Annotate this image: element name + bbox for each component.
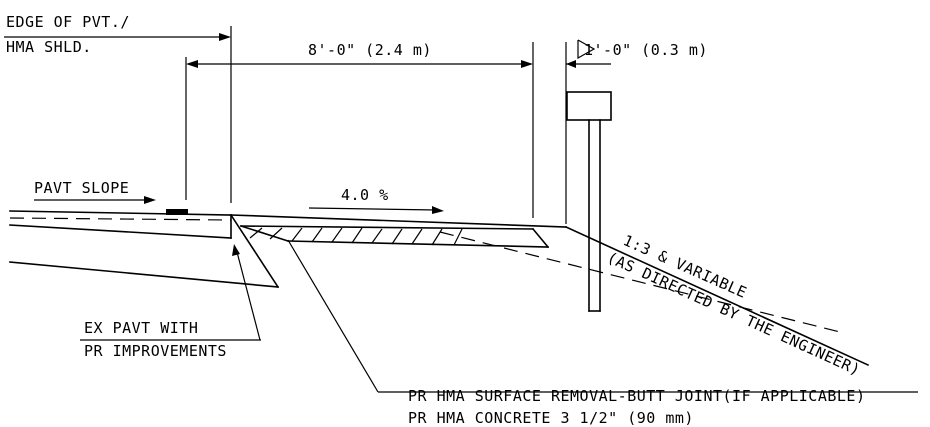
existing-pavement-top bbox=[9, 210, 232, 216]
existing-surface-dashed bbox=[9, 217, 232, 221]
shoulder-layer-right-edge bbox=[531, 227, 550, 249]
shoulder-slope-percent-label: 4.0 % bbox=[341, 186, 389, 204]
ex-pavt-label-line1: EX PAVT WITH bbox=[84, 319, 198, 337]
dim-1ft-arrow bbox=[566, 60, 576, 68]
ex-pavt-leader bbox=[236, 251, 261, 341]
dim-8ft-left-arrow bbox=[186, 60, 198, 68]
dim-8ft-right-arrow bbox=[521, 60, 533, 68]
wedge-bottom bbox=[9, 261, 279, 288]
pavement-slope-label: PAVT SLOPE bbox=[34, 179, 129, 197]
edge-of-pavement-label: EDGE OF PVT./ bbox=[6, 13, 130, 31]
shoulder-surface-line bbox=[230, 214, 567, 228]
guardrail-block bbox=[566, 91, 612, 121]
shoulder-slope-arrow-line bbox=[308, 207, 437, 211]
existing-ground-dashed bbox=[439, 231, 841, 333]
ex-pavt-label-line2: PR IMPROVEMENTS bbox=[84, 342, 227, 360]
pr-hma-concrete-label: PR HMA CONCRETE 3 1/2" (90 mm) bbox=[408, 409, 694, 427]
as-directed-label: (AS DIRECTED BY THE ENGINEER) bbox=[604, 248, 863, 379]
edge-label-arrowhead bbox=[219, 33, 231, 41]
ex-pavt-leader-arrow bbox=[232, 244, 240, 256]
pr-hma-leader bbox=[287, 239, 379, 393]
pavement-slope-arrow bbox=[144, 196, 156, 204]
hma-shoulder-label: HMA SHLD. bbox=[6, 38, 92, 56]
dim-1ft-label: 1'-0" (0.3 m) bbox=[584, 41, 708, 59]
dim-8ft-label: 8'-0" (2.4 m) bbox=[308, 41, 432, 59]
pr-hma-removal-label: PR HMA SURFACE REMOVAL-BUTT JOINT(IF APP… bbox=[408, 387, 865, 405]
edge-marker bbox=[166, 209, 188, 215]
wedge-diagonal bbox=[229, 213, 280, 289]
shoulder-layer-top bbox=[240, 225, 534, 230]
butt-joint-left bbox=[239, 224, 290, 243]
shoulder-slope-arrowhead bbox=[432, 206, 444, 214]
side-slope-line bbox=[564, 225, 870, 367]
dim-1ft-flag bbox=[577, 39, 596, 60]
shoulder-layer-bottom bbox=[287, 240, 549, 248]
existing-pavement-bottom bbox=[9, 224, 232, 239]
